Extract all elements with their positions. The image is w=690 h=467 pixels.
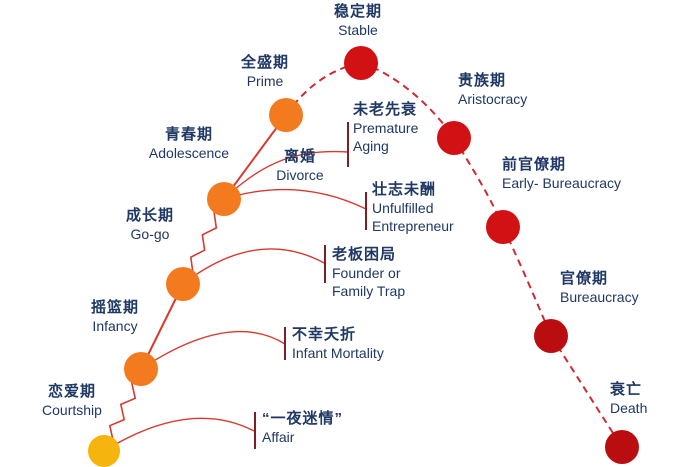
stage-label-adolescence: 青春期 Adolescence [149, 126, 229, 162]
stage-label-stable: 稳定期 Stable [334, 3, 382, 39]
branch-label-founder-trap: 老板困局 Founder or Family Trap [332, 246, 405, 300]
branch-label-premature-aging-en2: Aging [353, 138, 389, 154]
stage-label-gogo-zh: 成长期 [125, 207, 175, 224]
dot-courtship [88, 435, 120, 467]
stage-label-prime-en: Prime [246, 73, 284, 89]
branch-label-founder-trap-zh: 老板困局 [332, 246, 397, 263]
stage-label-bureaucracy: 官僚期 Bureaucracy [560, 270, 639, 306]
stage-label-adolescence-zh: 青春期 [164, 126, 214, 143]
unfulfilled-branch-line [223, 188, 367, 210]
stage-label-aristocracy: 贵族期 Aristocracy [458, 72, 527, 108]
branch-label-unfulfilled-zh: 壮志未酬 [372, 181, 437, 198]
branch-label-affair: “一夜迷情” Affair [262, 410, 343, 446]
branch-label-premature-aging: 未老先衰 Premature Aging [353, 101, 418, 155]
stage-label-early-bureaucracy-zh: 前官僚期 [502, 156, 567, 173]
segment-adolescence-prime [223, 114, 287, 200]
branch-label-infant-mortality-en: Infant Mortality [292, 345, 384, 361]
dot-early-bureaucracy [486, 210, 520, 244]
stage-label-bureaucracy-en: Bureaucracy [560, 289, 639, 305]
dot-gogo [166, 267, 200, 301]
branch-label-premature-aging-en1: Premature [353, 120, 419, 136]
branch-label-unfulfilled-en1: Unfulfilled [372, 200, 434, 216]
branch-label-affair-en: Affair [262, 429, 295, 445]
branch-label-founder-trap-en1: Founder or [332, 265, 401, 281]
dot-prime [269, 98, 303, 132]
branch-label-unfulfilled-en2: Entrepreneur [372, 218, 454, 234]
branch-label-founder-trap-en2: Family Trap [332, 283, 406, 299]
stage-label-aristocracy-en: Aristocracy [458, 91, 528, 107]
dot-death [605, 430, 639, 464]
branch-label-divorce-zh: 离婚 [283, 148, 316, 165]
stage-label-prime-zh: 全盛期 [240, 54, 290, 71]
affair-branch-line [103, 417, 255, 452]
infant-mortality-branch-line [140, 330, 286, 370]
dot-aristocracy [437, 121, 471, 155]
branch-label-divorce-en: Divorce [276, 167, 324, 183]
branch-label-infant-mortality-zh: 不幸夭折 [292, 326, 357, 343]
premature-aging-branch-line [223, 150, 349, 200]
stage-label-courtship-zh: 恋爱期 [47, 383, 97, 400]
dot-bureaucracy [534, 319, 568, 353]
stage-label-bureaucracy-zh: 官僚期 [560, 270, 609, 287]
stage-label-courtship-en: Courtship [42, 402, 102, 418]
stage-label-infancy-zh: 摇篮期 [90, 299, 140, 316]
dashed-aging-curve [285, 62, 623, 448]
branch-label-divorce: 离婚 Divorce [276, 148, 323, 184]
stage-label-infancy: 摇篮期 Infancy [91, 299, 139, 335]
dot-adolescence [207, 182, 241, 216]
branch-label-premature-aging-zh: 未老先衰 [353, 101, 418, 118]
dot-stable [344, 46, 378, 80]
stage-label-infancy-en: Infancy [92, 318, 138, 334]
stage-label-gogo: 成长期 Go-go [126, 207, 174, 243]
stage-label-stable-zh: 稳定期 [333, 3, 383, 20]
stage-label-death: 衰亡 Death [610, 381, 647, 417]
stage-label-death-zh: 衰亡 [610, 381, 643, 398]
zigzag-gogo-adolescence [185, 208, 222, 277]
stage-label-early-bureaucracy-en: Early- Bureaucracy [502, 175, 622, 191]
stage-label-stable-en: Stable [338, 22, 378, 38]
founder-trap-branch-line [182, 248, 327, 285]
stage-label-adolescence-en: Adolescence [148, 145, 230, 161]
stage-label-aristocracy-zh: 贵族期 [458, 72, 507, 89]
stage-label-gogo-en: Go-go [130, 226, 170, 242]
stage-label-prime: 全盛期 Prime [241, 54, 289, 90]
stage-label-courtship: 恋爱期 Courtship [42, 383, 102, 419]
branch-label-infant-mortality: 不幸夭折 Infant Mortality [292, 326, 384, 362]
stage-label-death-en: Death [610, 400, 648, 416]
branch-label-affair-zh: “一夜迷情” [262, 410, 344, 427]
dot-infancy [124, 352, 158, 386]
branch-label-unfulfilled: 壮志未酬 Unfulfilled Entrepreneur [372, 181, 454, 235]
stage-label-early-bureaucracy: 前官僚期 Early- Bureaucracy [502, 156, 621, 192]
